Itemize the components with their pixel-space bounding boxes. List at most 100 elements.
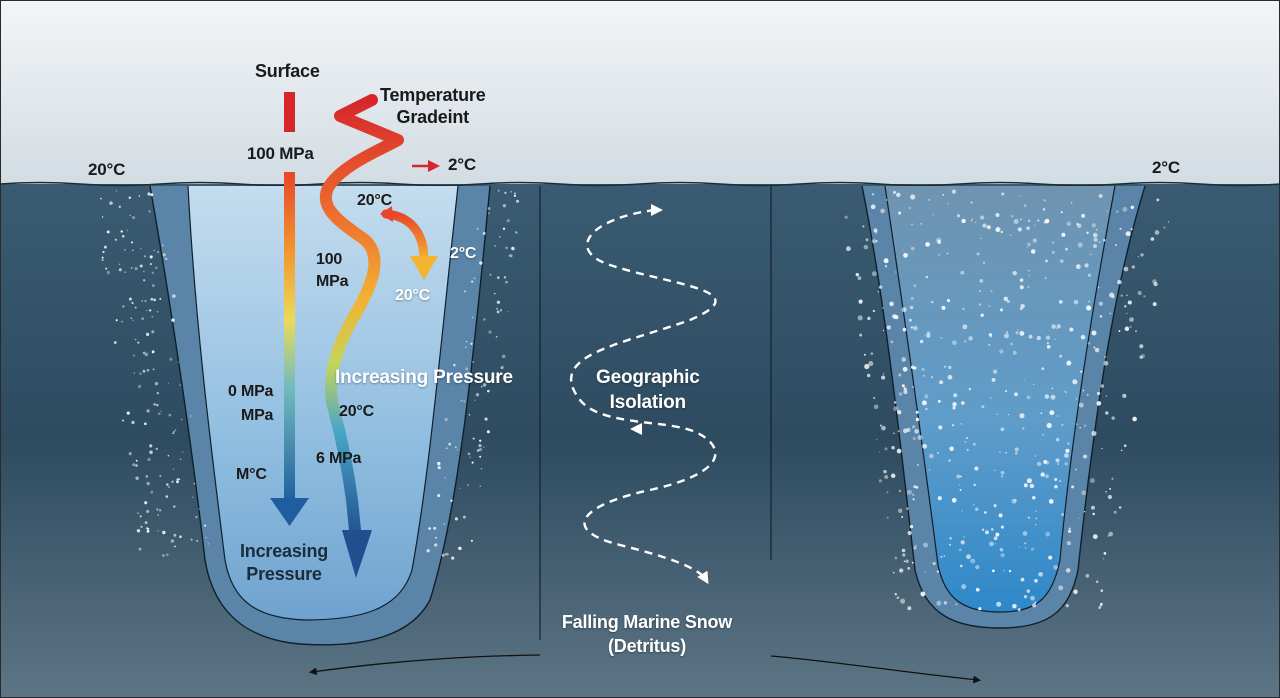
snow-particle [844, 215, 848, 219]
snow-particle [999, 308, 1004, 312]
snow-particle [1028, 219, 1031, 222]
snow-particle [921, 400, 927, 406]
snow-particle [151, 351, 154, 354]
snow-particle [169, 357, 173, 361]
snow-particle [959, 475, 962, 478]
snow-particle [1152, 279, 1157, 284]
snow-particle [897, 508, 903, 514]
snow-particle [1098, 241, 1101, 244]
snow-particle [855, 272, 859, 277]
snow-particle [159, 474, 162, 477]
snow-particle [126, 229, 129, 232]
snow-particle [1058, 300, 1063, 304]
snow-particle [1098, 301, 1104, 306]
snow-particle [968, 388, 971, 391]
snow-particle [1050, 394, 1056, 400]
snow-particle [881, 425, 886, 431]
snow-particle [174, 545, 176, 548]
snow-particle [1019, 195, 1021, 197]
snow-particle [499, 236, 501, 238]
isolation-arrowhead-top [651, 204, 663, 216]
pressure-gradient-arrow [270, 92, 309, 526]
snow-particle [178, 361, 180, 363]
snow-particle [173, 505, 176, 508]
snow-particle [101, 258, 104, 262]
snow-particle [1071, 485, 1075, 489]
increasing-pressure-mid-label: Increasing Pressure [335, 367, 513, 388]
snow-particle [1103, 360, 1109, 366]
snow-particle [946, 298, 951, 303]
snow-particle [1000, 230, 1004, 234]
snow-particle [1095, 580, 1099, 584]
snow-particle [1027, 285, 1030, 289]
snow-particle [1086, 393, 1089, 396]
snow-particle [150, 490, 154, 494]
snow-particle [1077, 242, 1083, 248]
snow-particle [903, 428, 908, 434]
snow-particle [1045, 474, 1049, 479]
snow-particle [980, 215, 985, 220]
snow-particle [1028, 334, 1033, 339]
snow-particle [479, 261, 483, 265]
snow-particle [130, 267, 133, 269]
snow-particle [1006, 299, 1010, 304]
snow-particle [894, 556, 898, 560]
snow-particle [162, 530, 166, 535]
snow-particle [1013, 219, 1019, 224]
snow-particle [178, 478, 181, 481]
pressure-100-stacked-label: 100 MPa [316, 249, 349, 293]
snow-particle [885, 198, 888, 202]
snow-particle [1108, 531, 1114, 537]
snow-particle [176, 478, 179, 481]
sky-background [0, 0, 1280, 186]
snow-particle [1083, 454, 1088, 459]
left-trench-outline-inner [187, 185, 459, 621]
snow-particle [943, 601, 948, 605]
snow-particle [1060, 259, 1064, 263]
snow-particle [1092, 512, 1095, 516]
snow-particle [896, 448, 902, 454]
snow-particle [482, 231, 486, 235]
snow-particle [1152, 302, 1157, 307]
snow-particle [1150, 237, 1155, 241]
snow-particle [939, 380, 944, 385]
snow-particle [949, 537, 952, 540]
snow-particle [146, 509, 150, 514]
snow-particle [870, 352, 874, 355]
snow-particle [914, 428, 919, 434]
snow-particle [863, 244, 869, 250]
snow-particle [903, 560, 906, 563]
snow-particle [1040, 412, 1043, 415]
snow-particle [868, 361, 874, 367]
snow-particle [983, 261, 985, 264]
snow-particle [985, 530, 989, 535]
snow-particle [454, 517, 458, 521]
snow-particle [1132, 416, 1137, 422]
snow-particle [936, 600, 942, 606]
snow-particle [921, 367, 925, 372]
snow-particle [1061, 423, 1064, 426]
snow-particle [1123, 266, 1129, 272]
snow-particle [1023, 483, 1028, 488]
snow-particle [955, 603, 958, 606]
snow-particle [936, 451, 940, 455]
snow-particle [903, 387, 906, 390]
snow-particle [1053, 564, 1059, 570]
snow-particle [1048, 499, 1054, 504]
snow-particle [958, 483, 961, 486]
snow-particle [114, 238, 117, 241]
snow-particle [1011, 498, 1017, 504]
snow-particle [1070, 201, 1073, 204]
snow-particle [466, 484, 469, 487]
snow-particle [1043, 199, 1046, 202]
snow-particle [1125, 294, 1128, 297]
snow-particle [995, 532, 1000, 537]
snow-particle [936, 237, 942, 243]
snow-particle [437, 461, 441, 466]
snow-particle [901, 357, 907, 362]
snow-particle [137, 512, 139, 515]
snow-particle [988, 333, 993, 337]
snow-particle [505, 246, 508, 250]
snow-particle [1081, 213, 1086, 218]
